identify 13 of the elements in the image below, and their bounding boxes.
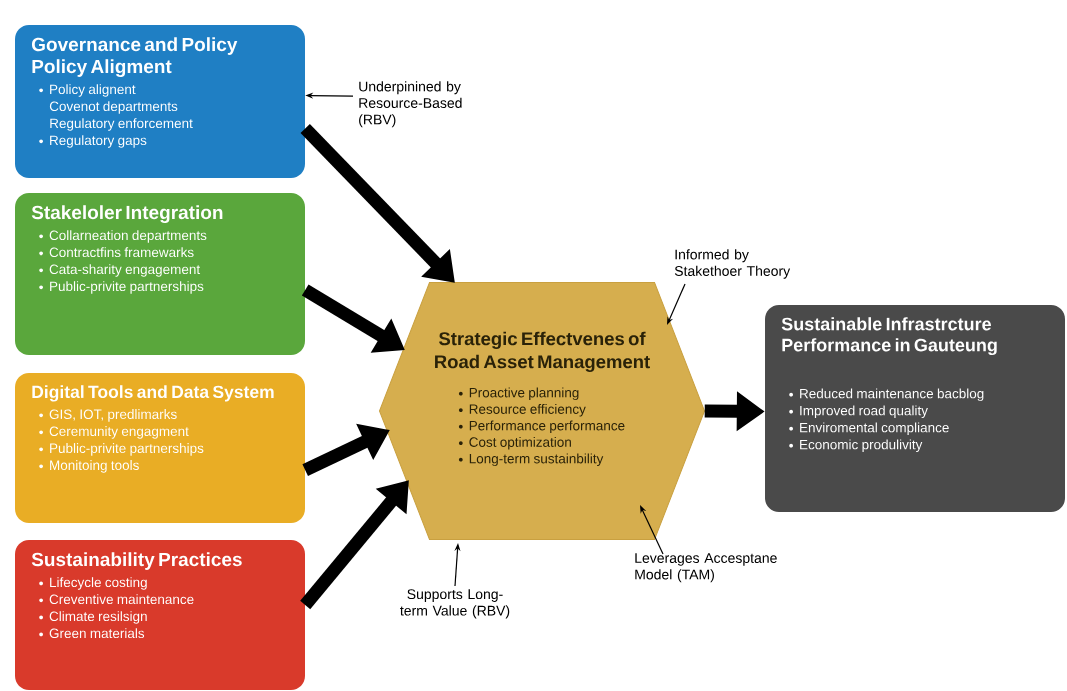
category-box: Governance and Policy Policy Aligment Policy alignent Covenot departments Regulatory enforcement Regulatory gaps: [15, 25, 305, 178]
annotation: Leverages Accesptane Model (TAM): [635, 553, 777, 583]
annotation: Underpinined by Resource-Based (RBV): [359, 81, 462, 128]
annotation: Informed by Stakethoer Theory: [674, 249, 791, 279]
category-box: Stakeloler Integration Collarneation departments Contractfins framewarks Cata-sharity engagement Public-privite partnerships: [15, 193, 305, 355]
category-box: Digital Tools and Data System GIS, IOT, predlimarks Ceremunity engagment Public-privite partnerships Monitoing tools: [15, 373, 305, 523]
outcome-box: Sustainable Infrastrcture Performance in Gauteung Reduced maintenance bacblog Improved road quality Enviromental compliance Economic produlivity: [765, 305, 1065, 512]
category-box: Sustainability Practices Lifecycle costing Creventive maintenance Climate resilsign Green materials: [15, 540, 305, 690]
annotation: Supports Long-term Value (RBV): [400, 589, 510, 619]
leader-line: [640, 505, 664, 555]
hexagon: Strategic Effectvenes of Road Asset Management Proactive planning Resource efficiency Performance performance Cost optimization Long-term sustainbility: [379, 282, 705, 540]
arrow: [300, 124, 455, 283]
leader-line: [667, 283, 686, 325]
